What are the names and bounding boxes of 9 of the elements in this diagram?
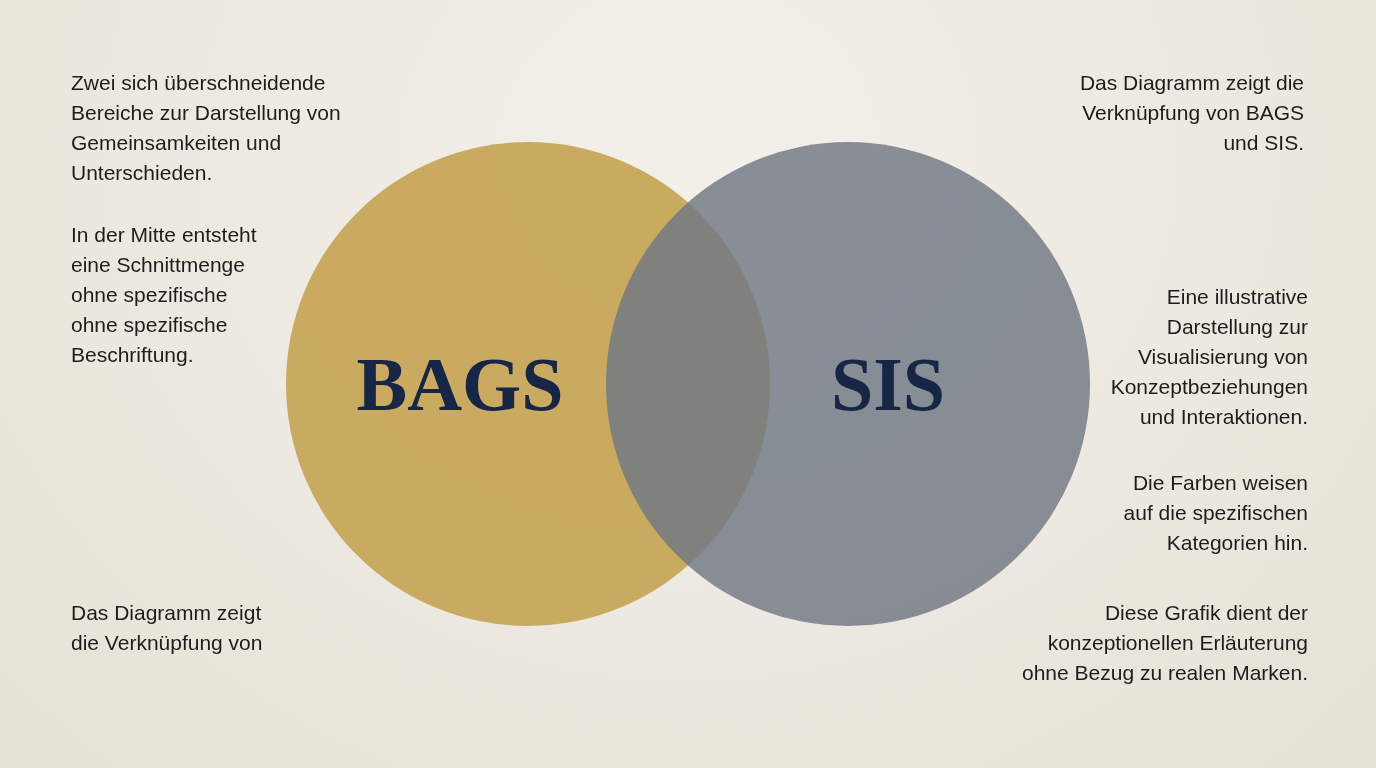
description-text: In der Mitte entsteht eine Schnittmenge ohne spezifische ohne spezifische Beschriftung.	[71, 222, 258, 368]
description-text: Eine illustrative Darstellung zur Visualisierung von Konzeptbeziehungen und Interaktionen.	[1109, 284, 1308, 430]
description-text: Das Diagramm zeigt die Verknüpfung von	[71, 600, 264, 656]
description-text: Diese Grafik dient der konzeptionellen Erläuterung ohne Bezug zu realen Marken.	[1021, 600, 1308, 686]
circle-label: SIS	[830, 340, 946, 428]
description-text: Zwei sich überschneidende Bereiche zur Darstellung von Gemeinsamkeiten und Unterschieden.	[71, 70, 342, 186]
description-text: Die Farben weisen auf die spezifischen Kategorien hin.	[1122, 470, 1308, 556]
description-text: Das Diagramm zeigt die Verknüpfung von BAGS und SIS.	[1079, 70, 1304, 156]
circle-label: BAGS	[356, 340, 564, 428]
